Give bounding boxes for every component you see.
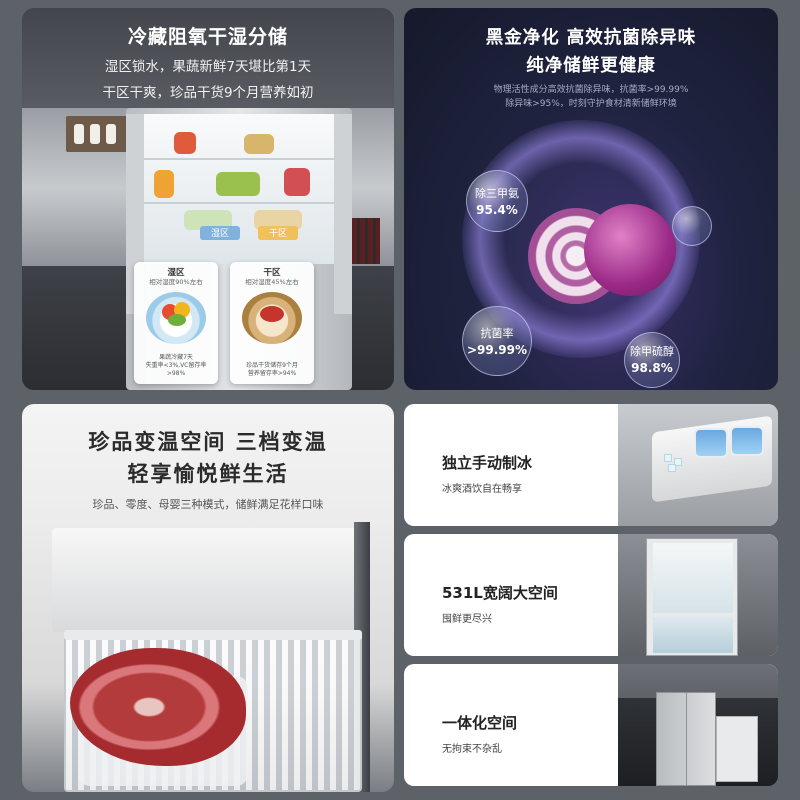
feature-subtitle: 囤鲜更尽兴 xyxy=(442,614,492,625)
fridge-interior xyxy=(144,114,334,264)
drawer-rim xyxy=(64,630,362,640)
dried-food-icon xyxy=(260,306,284,322)
bubble-trimethylamine: 除三甲氨 95.4% xyxy=(466,170,528,232)
fridge-lower xyxy=(653,617,733,653)
purification-subtitle: 纯净储鲜更健康 xyxy=(526,56,656,76)
panel-line-dry: 干区干爽，珍品干货9个月营养如初 xyxy=(102,85,314,101)
bubble-value: 98.8% xyxy=(631,361,673,375)
fridge-upper xyxy=(653,543,733,613)
wet-zone-card: 湿区 相对湿度90%左右 果蔬冷藏7天 失重率<3%,VC留存率>98% xyxy=(134,262,218,384)
dry-zone-humidity: 相对湿度45%左右 xyxy=(245,278,299,286)
wet-zone-stats: 果蔬冷藏7天 失重率<3%,VC留存率>98% xyxy=(134,354,218,378)
dry-zone-tag: 干区 xyxy=(258,226,298,240)
feature-card-capacity: 531L宽阔大空间 囤鲜更尽兴 xyxy=(404,534,778,656)
dry-zone-stat-1: 珍品干货储存9个月 xyxy=(246,362,298,369)
variable-temp-title: 珍品变温空间 三档变温 xyxy=(88,430,328,454)
food-item xyxy=(174,132,196,154)
feature-subtitle: 冰爽酒饮自在畅享 xyxy=(442,484,522,495)
bubble-label: 除三甲氨 xyxy=(475,187,519,200)
dry-zone-stat-2: 营养留存率>94% xyxy=(247,370,297,377)
food-item xyxy=(154,170,174,198)
purification-title: 黑金净化 高效抗菌除异味 xyxy=(485,28,697,48)
ice-cup-icon xyxy=(730,426,764,456)
food-item xyxy=(254,210,302,230)
capacity-fridge-image xyxy=(618,534,778,656)
steak-image xyxy=(70,648,246,766)
wall-shelf xyxy=(66,116,134,152)
panel-title: 冷藏阻氧干湿分储 xyxy=(127,26,288,48)
ice-cube-icon xyxy=(668,464,676,472)
ice-cup-icon xyxy=(694,428,728,458)
integrated-kitchen-image xyxy=(618,664,778,786)
variable-temp-panel: 珍品变温空间 三档变温 轻享愉悦鲜生活 珍品、零度、母婴三种模式，储鲜满足花样口… xyxy=(22,404,394,792)
dry-zone-plate xyxy=(242,292,302,344)
bubble-label: 除甲硫醇 xyxy=(630,345,674,358)
wet-zone-stat-2: 失重率<3%,VC留存率>98% xyxy=(145,362,207,377)
wet-zone-plate xyxy=(146,292,206,344)
onion-whole-image xyxy=(584,204,676,296)
variable-temp-desc: 珍品、零度、母婴三种模式，储鲜满足花样口味 xyxy=(92,498,324,511)
feature-card-integrated: 一体化空间 无拘束不杂乱 xyxy=(404,664,778,786)
bubble-methyl-mercaptan: 除甲硫醇 98.8% xyxy=(624,332,680,388)
food-item xyxy=(184,210,232,230)
wet-zone-tag: 湿区 xyxy=(200,226,240,240)
feature-title: 独立手动制冰 xyxy=(442,454,533,472)
purification-desc-2: 除异味>95%，时刻守护食材清新储鲜环境 xyxy=(505,99,677,109)
food-item xyxy=(216,172,260,196)
dry-zone-card: 干区 相对湿度45%左右 珍品干货储存9个月 营养留存率>94% xyxy=(230,262,314,384)
purification-panel: 黑金净化 高效抗菌除异味 纯净储鲜更健康 物理活性成分高效抗菌除异味，抗菌率>9… xyxy=(404,8,778,390)
purification-desc-1: 物理活性成分高效抗菌除异味，抗菌率>99.99% xyxy=(493,85,689,95)
dry-zone-stats: 珍品干货储存9个月 营养留存率>94% xyxy=(230,362,314,378)
food-item xyxy=(244,134,274,154)
food-item xyxy=(284,168,310,196)
ice-maker-image xyxy=(618,404,778,526)
wet-zone-humidity: 相对湿度90%左右 xyxy=(149,278,203,286)
wet-zone-title: 湿区 xyxy=(167,268,185,278)
wet-zone-stat-1: 果蔬冷藏7天 xyxy=(159,354,193,361)
built-in-fridge xyxy=(656,692,716,786)
bubble-label: 抗菌率 xyxy=(480,327,514,340)
feature-subtitle: 无拘束不杂乱 xyxy=(442,744,502,755)
variable-temp-subtitle: 轻享愉悦鲜生活 xyxy=(127,462,289,486)
open-drawer xyxy=(716,716,758,782)
wet-dry-storage-panel: 湿区 干区 冷藏阻氧干湿分储 湿区锁水，果蔬新鲜7天堪比第1天 干区干爽，珍品干… xyxy=(22,8,394,390)
dry-zone-title: 干区 xyxy=(263,268,281,278)
drawer-back xyxy=(52,528,370,632)
ice-cube-icon xyxy=(674,458,682,466)
open-fridge xyxy=(646,538,738,656)
panel-line-wet: 湿区锁水，果蔬新鲜7天堪比第1天 xyxy=(104,59,312,75)
feature-title: 531L宽阔大空间 xyxy=(442,584,558,602)
fridge-door-right xyxy=(334,114,352,314)
feature-card-ice-maker: 独立手动制冰 冰爽酒饮自在畅享 xyxy=(404,404,778,526)
bubble-value: >99.99% xyxy=(466,343,528,357)
ice-cube-icon xyxy=(664,454,672,462)
decorative-bubble xyxy=(672,206,712,246)
bubble-antibacterial: 抗菌率 >99.99% xyxy=(462,306,532,376)
feature-title: 一体化空间 xyxy=(442,714,518,732)
leaf-icon xyxy=(168,314,186,326)
bubble-value: 95.4% xyxy=(476,203,518,217)
